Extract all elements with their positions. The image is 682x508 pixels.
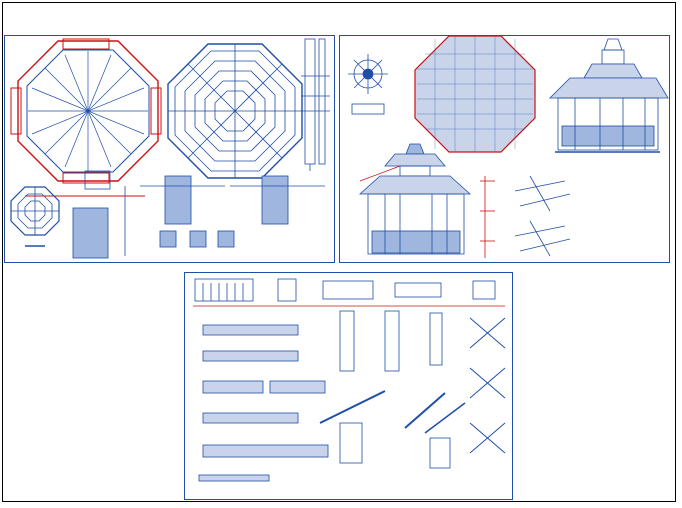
railing-elevations — [193, 278, 505, 307]
sheet-details — [184, 272, 513, 500]
floor-plan-hatched — [414, 36, 536, 153]
sheet-plans — [4, 35, 335, 263]
sheet-elevations-drawing — [348, 36, 669, 258]
roof-framing-plan — [167, 43, 303, 179]
footing-details — [159, 230, 235, 248]
sheet-details-drawing — [193, 278, 506, 482]
sheet-elevations — [339, 35, 670, 263]
gazebo-front-elevation — [358, 143, 472, 255]
sheet-plans-drawing — [10, 38, 330, 259]
gazebo-octagon-plan — [10, 38, 162, 197]
column-base-plan — [348, 54, 388, 115]
dimension-column — [480, 176, 495, 258]
connection-details — [514, 175, 571, 257]
roof-connection-details — [319, 310, 466, 469]
gazebo-elevation — [549, 38, 669, 153]
section-column — [301, 38, 330, 171]
bracket-details — [469, 317, 506, 454]
foundation-details — [72, 170, 325, 259]
small-roof-plan — [10, 186, 60, 247]
beam-sections — [198, 324, 329, 482]
